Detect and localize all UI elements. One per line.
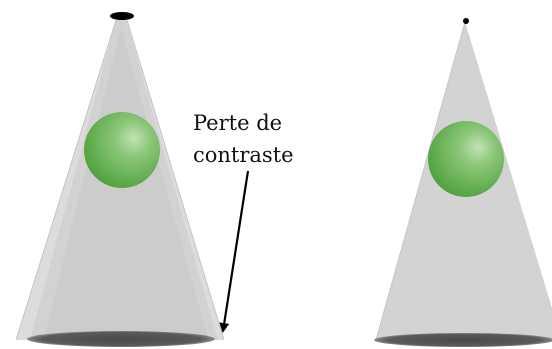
annotation-line-2: contraste	[193, 143, 294, 167]
left-panel	[15, 12, 225, 347]
left-shadow	[27, 331, 215, 347]
right-sphere	[428, 121, 504, 197]
left-extended-source	[110, 12, 134, 20]
annotation-line-1: Perte de	[193, 111, 282, 135]
left-sphere	[84, 112, 160, 188]
annotation-arrow	[219, 170, 250, 333]
right-shadow	[374, 333, 552, 347]
annotation: Perte de contraste	[193, 111, 294, 333]
right-panel	[374, 18, 552, 347]
right-point-source	[463, 18, 469, 24]
